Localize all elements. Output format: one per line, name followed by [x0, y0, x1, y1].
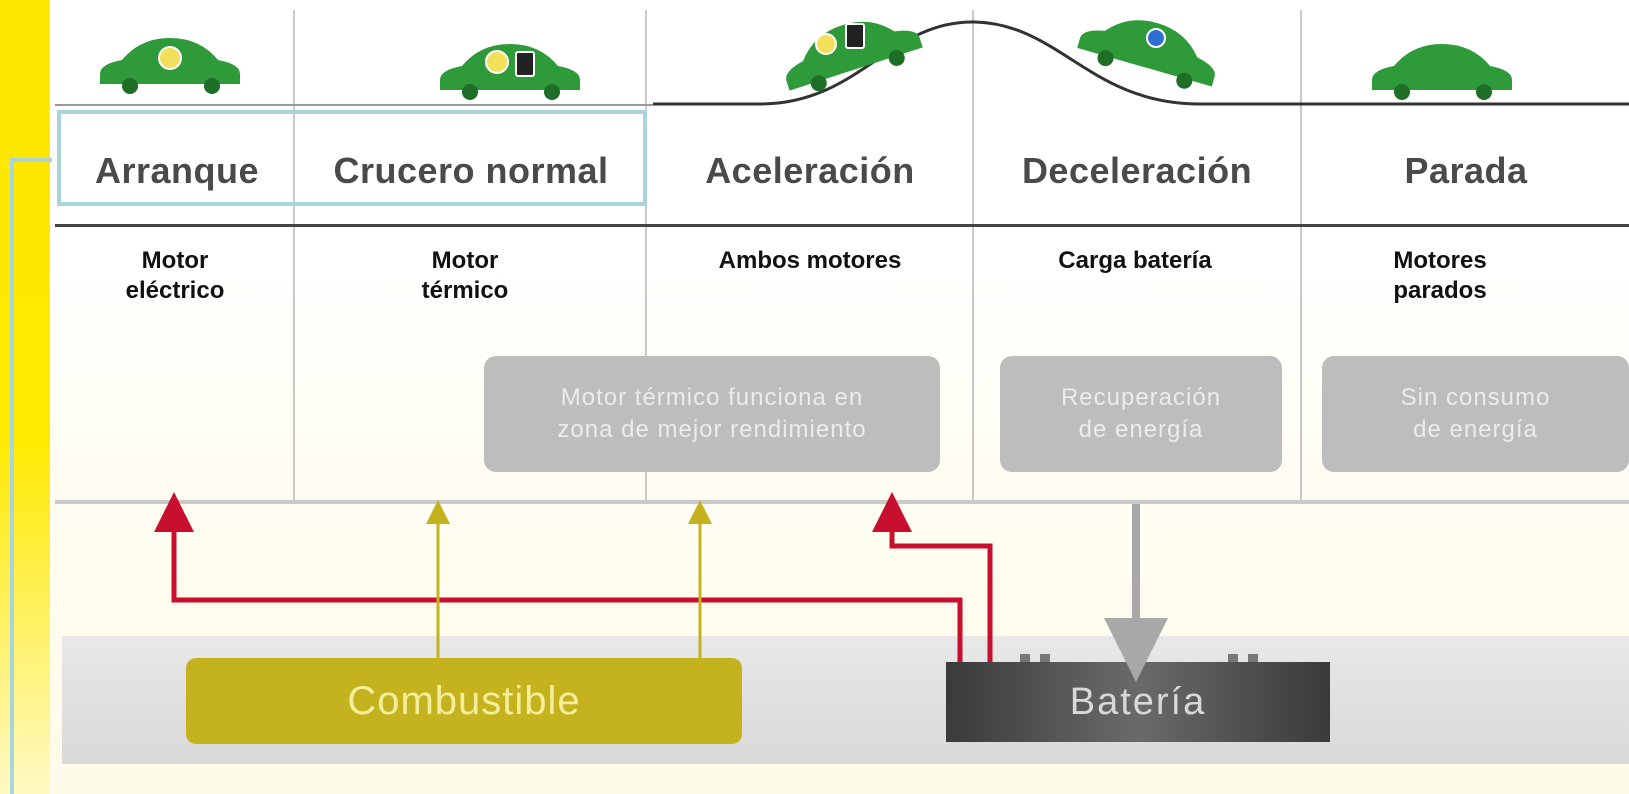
motor-label-aceleracion: Ambos motores [718, 247, 902, 274]
green-car-icon [440, 44, 580, 100]
green-car-icon [1077, 20, 1215, 89]
motor-label-arranque: Motor eléctrico [125, 247, 225, 304]
column-divider [645, 10, 647, 500]
note-energy-recovery: Recuperación de energía [1000, 356, 1282, 472]
note-thermal-efficiency: Motor térmico funciona en zona de mejor … [484, 356, 940, 472]
battery-terminal [1040, 654, 1050, 662]
header-rule [55, 224, 1629, 227]
highlight-connector-horizontal [10, 158, 52, 162]
lightbulb-icon [815, 33, 837, 55]
highlight-connector-vertical [10, 158, 14, 794]
phase-heading-aceleracion: Aceleración [705, 150, 915, 191]
battery-plug-icon [1146, 28, 1166, 48]
note-no-consumption: Sin consumo de energía [1322, 356, 1629, 472]
battery-terminal [1228, 654, 1238, 662]
yellow-side-strip [0, 0, 50, 794]
phase-heading-crucero-normal: Crucero normal [333, 150, 609, 191]
column-divider [1300, 10, 1302, 500]
highlight-frame [57, 110, 647, 206]
column-divider [972, 10, 974, 500]
fuel-pump-icon [845, 23, 865, 49]
phase-heading-deceleracion: Deceleración [1021, 150, 1253, 191]
fuel-source-box: Combustible [186, 658, 742, 744]
lightbulb-icon [485, 50, 509, 74]
lightbulb-icon [158, 46, 182, 70]
battery-terminal [1020, 654, 1030, 662]
road-line [55, 104, 653, 106]
column-divider [293, 10, 295, 500]
electric-flow-arrow [872, 492, 993, 662]
body-bottom-rule [55, 500, 1629, 504]
electric-flow-arrow [154, 492, 963, 662]
motor-label-deceleracion: Carga batería [1058, 247, 1212, 274]
motor-label-parada: Motores parados [1393, 247, 1487, 304]
fuel-pump-icon [515, 51, 535, 77]
motor-label-crucero: Motor térmico [421, 247, 509, 304]
battery-terminal [1248, 654, 1258, 662]
phase-heading-arranque: Arranque [94, 150, 260, 191]
green-car-icon [1372, 44, 1512, 100]
phase-heading-parada: Parada [1404, 150, 1528, 191]
road-hill [653, 20, 1629, 106]
